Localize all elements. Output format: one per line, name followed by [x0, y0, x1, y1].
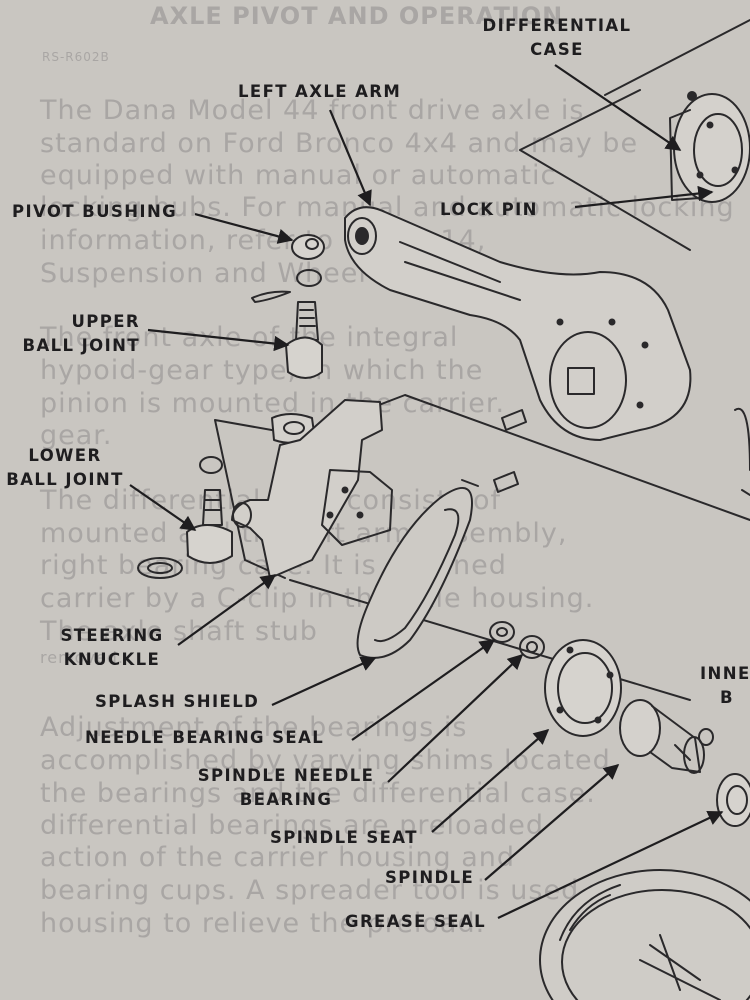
leader-steering-knuckle: [177, 574, 277, 646]
spindle-seat-shape: [544, 639, 622, 737]
label-lower-ball-joint: LOWER BALL JOINT: [0, 444, 130, 492]
label-line: BALL JOINT: [22, 336, 140, 355]
spindle-needle-bearing-shape: [519, 635, 545, 659]
background-line: the bearings and the differential case.: [40, 778, 596, 809]
leader-pivot-bushing: [194, 212, 294, 244]
background-line: gear.: [40, 420, 113, 451]
label-lock-pin: LOCK PIN: [440, 200, 538, 219]
background-line: bearing cups. A spreader tool is used: [40, 875, 580, 906]
label-splash-shield: SPLASH SHIELD: [95, 692, 260, 711]
leader-upper-ball-joint: [147, 328, 290, 352]
background-line: housing to relieve the preload.: [40, 908, 486, 939]
reference-plane-lines: [214, 19, 750, 701]
leader-grease-seal: [497, 810, 724, 919]
label-differential-case: DIFFERENTIAL CASE: [462, 14, 652, 62]
label-line: INNE: [700, 664, 750, 683]
steering-knuckle-shape: [231, 399, 393, 579]
splash-shield-shape: [356, 479, 479, 659]
label-grease-seal: GREASE SEAL: [345, 912, 487, 931]
background-line: action of the carrier housing and: [40, 842, 516, 873]
label-line: B: [720, 688, 734, 707]
needle-bearing-seal-shape: [489, 621, 515, 643]
label-inner-bearing-partial: INNE B: [700, 662, 750, 710]
label-spindle-seat: SPINDLE SEAT: [270, 828, 418, 847]
background-line: hypoid-gear type, in which the: [40, 355, 484, 386]
leader-needle-bearing-seal: [351, 639, 496, 741]
leader-left-axle-arm: [328, 109, 372, 207]
leader-differential-case: [554, 64, 682, 151]
leader-lower-ball-joint: [129, 484, 197, 531]
label-left-axle-arm: LEFT AXLE ARM: [238, 82, 402, 101]
label-steering-knuckle: STEERING KNUCKLE: [42, 624, 182, 672]
label-line: LOWER: [28, 446, 102, 465]
leader-lock-pin: [574, 185, 714, 209]
label-line: CASE: [530, 40, 584, 59]
background-line: The Dana Model 44 front drive axle is: [40, 95, 585, 126]
label-line: STEERING: [60, 626, 164, 645]
left-axle-arm-shape: [344, 206, 692, 441]
label-needle-bearing-seal: NEEDLE BEARING SEAL: [85, 728, 325, 747]
label-line: DIFFERENTIAL: [482, 16, 632, 35]
label-pivot-bushing: PIVOT BUSHING: [12, 202, 178, 221]
background-line: The front axle of the integral: [40, 322, 459, 353]
differential-case-shape: [669, 91, 750, 203]
pivot-bushing-shape: [251, 234, 325, 303]
background-line: Adjustment of the bearings is: [40, 712, 468, 743]
leader-spindle: [484, 763, 620, 881]
label-upper-ball-joint: UPPER BALL JOINT: [0, 310, 140, 358]
label-line: UPPER: [71, 312, 140, 331]
label-line: KNUCKLE: [63, 650, 161, 669]
label-line: BALL JOINT: [6, 470, 124, 489]
hub-rotor-shape: [539, 869, 750, 1000]
label-spindle-needle-bearing: SPINDLE NEEDLE BEARING: [186, 764, 386, 812]
lock-pin-shapes: [493, 409, 527, 493]
spindle-shape: [619, 699, 714, 774]
inner-bearing-partial-shape: [734, 407, 750, 496]
background-code: RS-R602B: [42, 50, 110, 64]
label-line: BEARING: [239, 790, 333, 809]
background-heading: AXLE PIVOT AND OPERATION: [150, 2, 564, 30]
label-line: SPINDLE NEEDLE: [197, 766, 375, 785]
lower-ball-joint-shape: [137, 456, 233, 579]
background-line: removed.: [40, 648, 124, 667]
label-spindle: SPINDLE: [385, 868, 475, 887]
leader-splash-shield: [271, 656, 377, 707]
background-line: equipped with manual or automatic: [40, 160, 557, 191]
leader-spindle-seat: [431, 728, 550, 833]
background-line: The axle shaft stub: [40, 616, 318, 647]
background-line: differential bearings are preloaded: [40, 810, 544, 841]
leader-spindle-needle-bearing: [387, 653, 524, 783]
background-line: standard on Ford Bronco 4x4 and may be: [40, 128, 639, 159]
upper-ball-joint-shape: [285, 301, 323, 379]
grease-seal-shape: [716, 773, 750, 827]
